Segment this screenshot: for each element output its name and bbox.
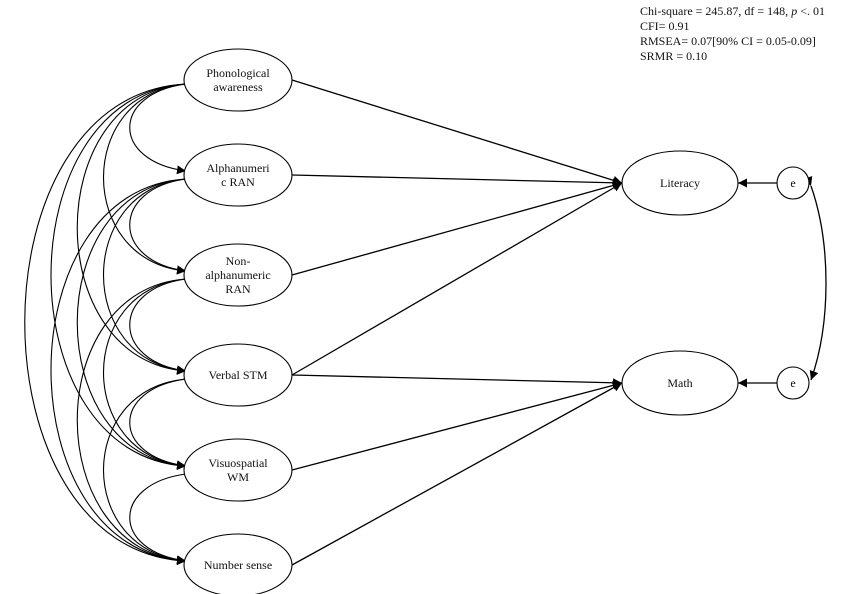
node-literacy: Literacy (621, 150, 739, 216)
node-label-line: RAN (225, 282, 251, 296)
path-vstm-literacy (291, 182, 623, 376)
node-ns: Number sense (183, 533, 293, 594)
node-ellipse (621, 350, 739, 416)
node-label-line: Non- (226, 254, 251, 268)
covariance-pa-ran2 (102, 78, 196, 275)
node-label-line: c RAN (221, 175, 255, 189)
covariance-vswm-ns (129, 468, 196, 565)
error-label: e (790, 176, 795, 190)
node-label-line: awareness (213, 80, 263, 94)
error-term-math: e (776, 366, 810, 400)
node-label-line: Phonological (206, 66, 270, 80)
node-label-line: Alphanumeri (206, 161, 270, 175)
error-circle (776, 366, 810, 400)
covariance-pa-ran1 (129, 78, 196, 175)
node-ellipse (621, 150, 739, 216)
path-vswm-math (291, 380, 623, 471)
node-label: Literacy (660, 176, 700, 190)
node-label-line: Visuospatial (208, 456, 268, 470)
node-vstm: Verbal STM (183, 343, 293, 407)
covariance-pa-vstm (76, 78, 196, 375)
node-ellipse (183, 438, 293, 502)
covariance-arcs (24, 78, 827, 566)
node-label: Math (667, 376, 692, 390)
covariance-pa-vswm (50, 78, 196, 470)
regression-paths (291, 79, 777, 566)
node-ellipse (183, 343, 293, 407)
covariance-pa-ns (24, 79, 196, 566)
path-ran2-literacy (291, 181, 623, 276)
node-ellipse (183, 143, 293, 207)
cfi-line: CFI= 0.91 (640, 19, 690, 33)
covariance-ran2-vstm (129, 273, 196, 375)
node-label-line: Number sense (204, 558, 272, 572)
error-term-literacy: e (776, 166, 810, 200)
path-ran1-literacy (291, 174, 623, 188)
covariance-ran1-vstm (102, 173, 196, 375)
node-math: Math (621, 350, 739, 416)
covariance-ran2-ns (76, 273, 196, 565)
covariance-ran1-vswm (76, 173, 196, 470)
path-pa-literacy (291, 79, 623, 185)
node-ellipse (183, 243, 293, 307)
node-label-line: Verbal STM (209, 368, 268, 382)
node-label-line: WM (227, 470, 249, 484)
fit-statistics: Chi-square = 245.87, df = 148, p <. 01 C… (640, 4, 825, 64)
srmr-line: SRMR = 0.10 (640, 49, 708, 63)
error-label: e (790, 376, 795, 390)
error-circle (776, 166, 810, 200)
path-ns-math (291, 382, 623, 566)
chi-square-line: Chi-square = 245.87, df = 148, p <. 01 (640, 4, 825, 18)
covariance-ran2-vswm (102, 273, 196, 470)
node-ellipse (183, 48, 293, 112)
covariance-ran1-ran2 (129, 173, 196, 275)
covariance-vstm-ns (102, 373, 196, 565)
covariance-vstm-vswm (129, 373, 196, 470)
node-ellipse (183, 533, 293, 594)
path-vstm-math (291, 374, 623, 388)
rmsea-line: RMSEA= 0.07[90% CI = 0.05-0.09] (640, 34, 816, 48)
covariance-ran1-ns (50, 173, 196, 565)
error-covariance (803, 176, 827, 381)
node-label-line: alphanumeric (205, 268, 270, 282)
